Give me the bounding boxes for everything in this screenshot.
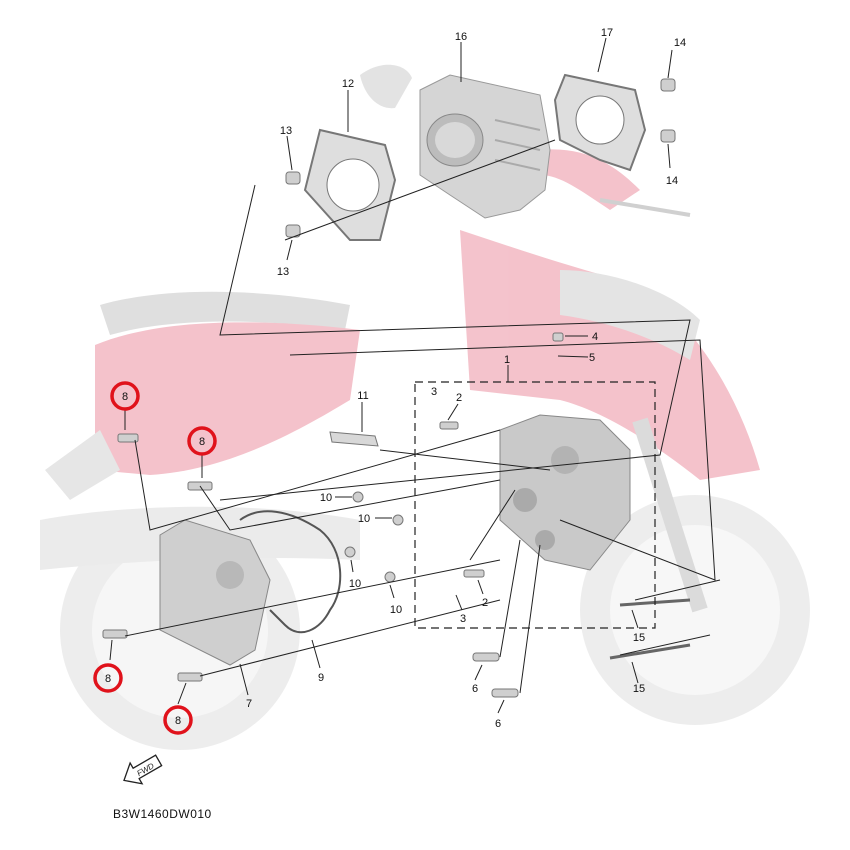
drawing-code: B3W1460DW010 (113, 807, 212, 821)
callout-11: 11 (357, 390, 368, 402)
leader-lines (109, 37, 721, 714)
head-cover (159, 519, 271, 666)
small-fasteners (102, 332, 564, 698)
cylinder-head (499, 414, 631, 571)
callout-10-c: 10 (349, 578, 361, 590)
highlight-8-b (187, 426, 217, 456)
callout-3-bottom: 3 (460, 613, 466, 625)
callout-6-b: 6 (495, 718, 501, 730)
dowel-pins (285, 78, 676, 238)
cylinder-base-gasket (303, 128, 397, 241)
callout-15-b: 15 (633, 683, 645, 695)
callout-8-c: 8 (105, 673, 111, 685)
callout-8-d: 8 (175, 715, 181, 727)
callout-8-b: 8 (199, 436, 205, 448)
rear-body-panel (95, 322, 360, 475)
callout-2-top: 2 (456, 392, 462, 404)
callout-15-a: 15 (633, 632, 645, 644)
assembly-bracket (414, 381, 656, 629)
cylinder-block (419, 74, 551, 219)
front-shield-panel (460, 230, 760, 480)
callout-2-bottom: 2 (482, 597, 488, 609)
callout-9: 9 (318, 672, 324, 684)
callout-3-top: 3 (431, 386, 437, 398)
callout-5: 5 (589, 352, 595, 364)
callout-14-bottom: 14 (666, 175, 678, 187)
scooter-silhouette (40, 64, 810, 750)
callout-13-bottom: 13 (277, 266, 289, 278)
callout-17: 17 (601, 27, 613, 39)
callout-10-b: 10 (358, 513, 370, 525)
spark-plug (329, 431, 379, 447)
callout-6-a: 6 (472, 683, 478, 695)
callout-12: 12 (342, 78, 354, 90)
callout-labels: 16 17 14 12 13 14 13 4 1 5 11 3 2 8 8 10… (105, 27, 686, 730)
callout-8-a: 8 (122, 391, 128, 403)
callout-16: 16 (455, 31, 467, 43)
highlight-8-a (110, 381, 140, 411)
callout-4: 4 (592, 331, 598, 343)
callout-7: 7 (246, 698, 252, 710)
head-cover-gasket (239, 510, 342, 634)
callout-1: 1 (504, 354, 510, 366)
fwd-arrow-icon: FWD (123, 754, 163, 785)
cylinder-head-gasket (553, 73, 647, 172)
highlight-8-d (163, 705, 193, 735)
callout-10-a: 10 (320, 492, 332, 504)
highlight-circles (93, 381, 217, 735)
callout-10-d: 10 (390, 604, 402, 616)
callout-13-top: 13 (280, 125, 292, 137)
callout-14-top: 14 (674, 37, 686, 49)
highlight-8-c (93, 663, 123, 693)
